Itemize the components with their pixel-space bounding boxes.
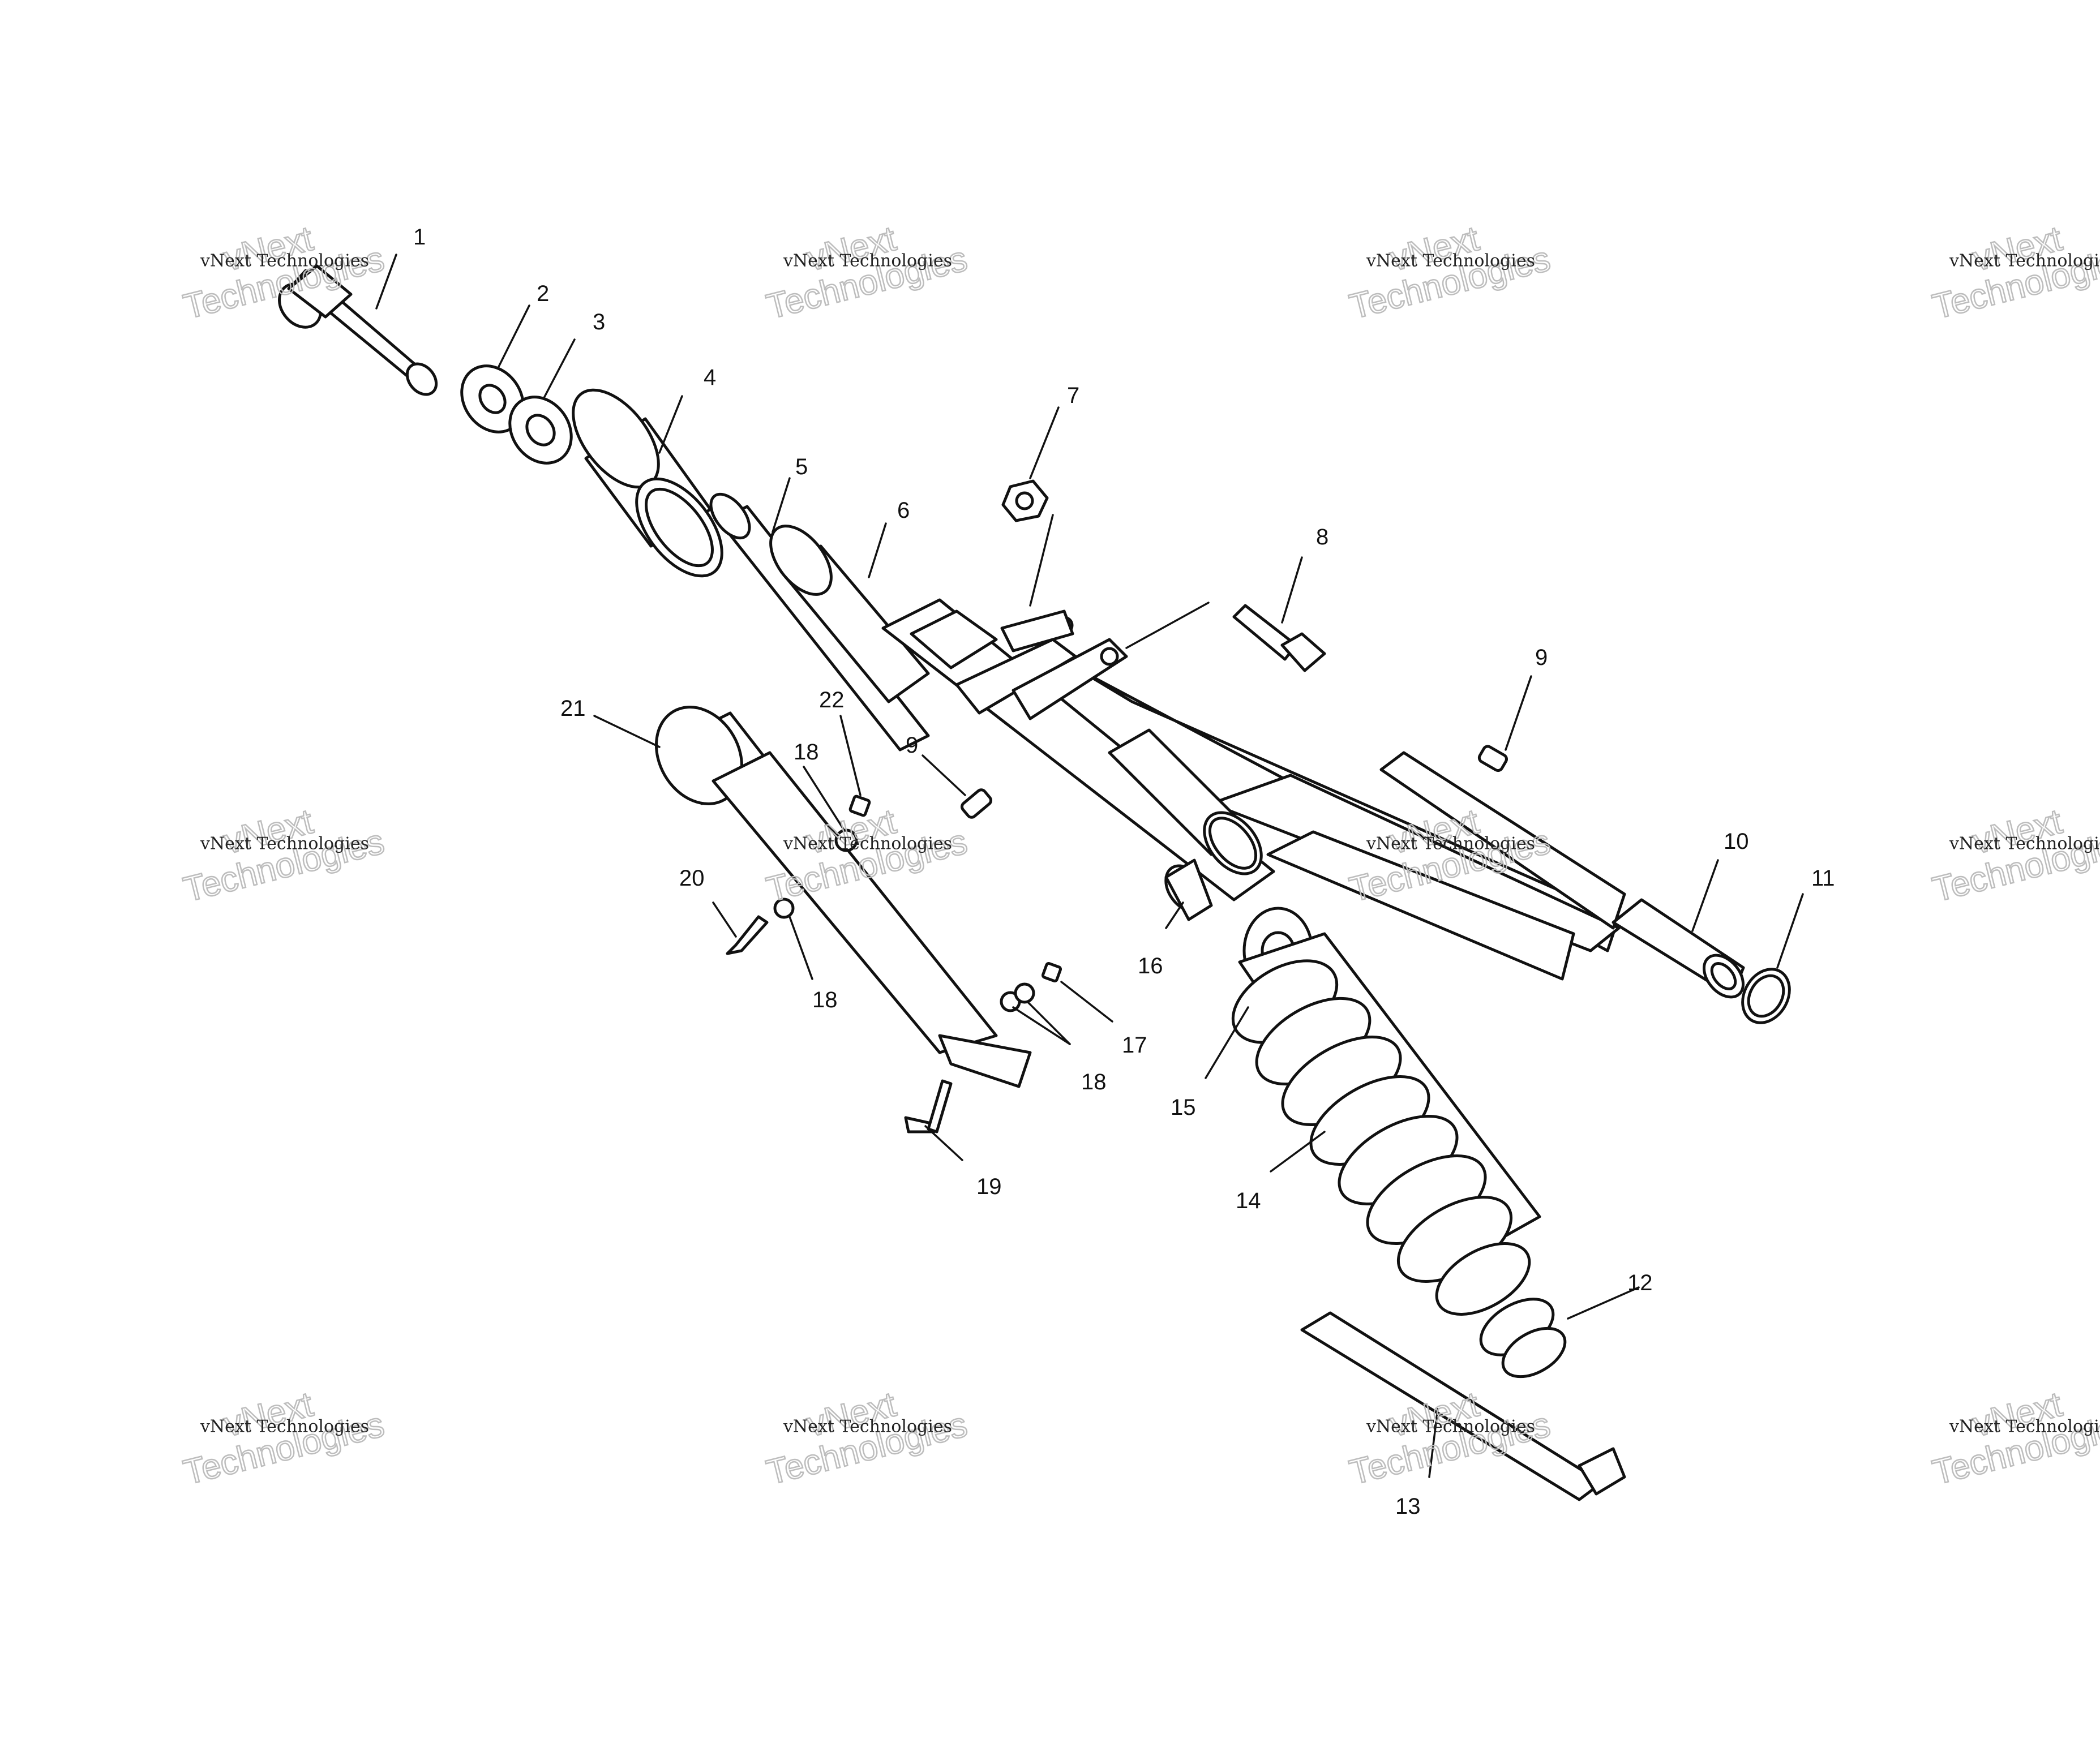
callout-12: 12 (1627, 1270, 1653, 1295)
callout-6: 6 (897, 498, 910, 523)
part-ring (1741, 968, 1791, 1024)
part-washer-b (508, 396, 573, 465)
callout-16: 16 (1138, 954, 1163, 978)
callout-1: 1 (413, 225, 426, 250)
part-shaft (709, 492, 930, 752)
callout-5: 5 (795, 454, 808, 479)
watermark-top-2: vNext Technologies vNext Technologies (762, 218, 971, 328)
part-bolt-short (1232, 604, 1326, 672)
callout-18-middle: 18 (812, 987, 838, 1012)
callout-8: 8 (1316, 525, 1328, 549)
callout-2: 2 (537, 281, 549, 306)
callout-9-top: 9 (1535, 645, 1548, 670)
callout-10: 10 (1724, 829, 1749, 854)
callout-17: 17 (1122, 1033, 1147, 1058)
watermark-small: vNext Technologies (200, 834, 369, 853)
callout-20: 20 (679, 866, 705, 891)
part-shock-absorber (1164, 858, 1567, 1379)
callout-19: 19 (976, 1174, 1002, 1199)
watermark-small: vNext Technologies (1949, 834, 2100, 853)
watermark-bottom-4: vNext Technologies vNext Technologies (1928, 1384, 2100, 1493)
part-tube (769, 525, 930, 703)
part-bolt (278, 264, 438, 396)
watermark-small: vNext Technologies (1366, 1416, 1535, 1436)
watermark-small: vNext Technologies (1949, 1416, 2100, 1436)
callout-4: 4 (704, 365, 716, 390)
callout-7: 7 (1067, 383, 1079, 408)
part-link-bracket (655, 706, 1032, 1088)
callout-11: 11 (1811, 866, 1835, 891)
callout-22: 22 (819, 688, 845, 712)
watermark-small: vNext Technologies (783, 251, 952, 270)
callout-3: 3 (593, 310, 605, 334)
callout-18-top: 18 (794, 740, 819, 765)
watermark-bottom-2: vNext Technologies vNext Technologies (762, 1384, 971, 1493)
callout-15: 15 (1171, 1095, 1196, 1120)
part-grease-fitting-b (960, 788, 993, 819)
watermark-mid-4: vNext Technologies vNext Technologies (1928, 801, 2100, 911)
leader-lines (375, 254, 1804, 1478)
watermark-small: vNext Technologies (200, 251, 369, 270)
watermark-small: vNext Technologies (1366, 251, 1535, 270)
watermark-small: vNext Technologies (1949, 251, 2100, 270)
watermark-small: vNext Technologies (783, 834, 952, 853)
watermark-bottom-1: vNext Technologies vNext Technologies (179, 1384, 388, 1493)
watermark-top-3: vNext Technologies vNext Technologies (1345, 218, 1554, 328)
callout-18-right: 18 (1081, 1070, 1107, 1094)
callout-13: 13 (1395, 1494, 1421, 1519)
watermark-top-4: vNext Technologies vNext Technologies (1928, 218, 2100, 328)
part-grease-fitting-a (1477, 745, 1508, 772)
watermark-mid-1: vNext Technologies vNext Technologies (179, 801, 388, 911)
part-swing-arm (881, 598, 1745, 999)
watermark-small: vNext Technologies (200, 1416, 369, 1436)
callout-labels: 1 2 3 4 5 6 7 8 9 9 10 11 12 13 14 15 16… (413, 225, 1835, 1519)
callout-9-left: 9 (906, 733, 918, 758)
part-nut (1001, 479, 1049, 522)
part-small-hardware (726, 795, 1062, 1133)
part-sleeve (572, 388, 723, 578)
part-bolt-long (1300, 1311, 1626, 1501)
callout-21: 21 (560, 696, 586, 721)
callout-14: 14 (1236, 1188, 1261, 1213)
watermark-small: vNext Technologies (783, 1416, 952, 1436)
watermark-small: vNext Technologies (1366, 834, 1535, 853)
